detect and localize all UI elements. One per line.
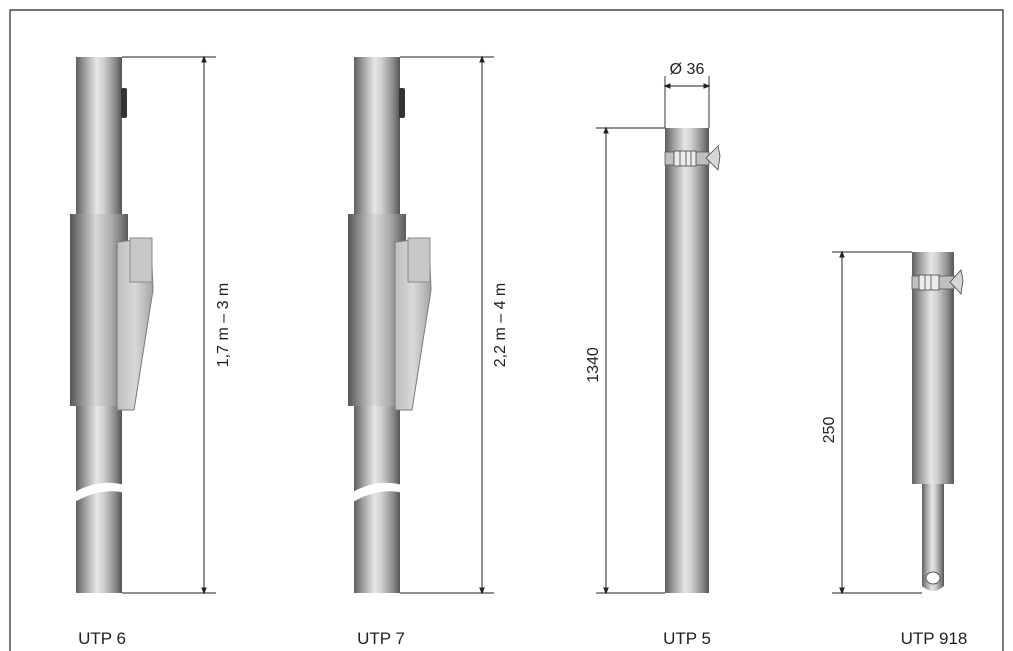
product-name-utp918: UTP 918 <box>901 629 968 648</box>
product-name-utp5: UTP 5 <box>663 629 711 648</box>
pole-utp918 <box>911 252 964 591</box>
length-label-utp7: 2,2 m – 4 m <box>492 283 509 367</box>
frame-border <box>9 9 1004 651</box>
dimension-utp6: 1,7 m – 3 m <box>122 55 232 595</box>
length-label-utp5: 1340 <box>585 347 602 383</box>
dimension-utp7: 2,2 m – 4 m <box>400 55 509 595</box>
length-label-utp918: 250 <box>821 417 838 444</box>
dimension-utp918: 250 <box>821 250 922 595</box>
dimension-utp5: Ø 36 1340 <box>585 61 711 595</box>
diameter-label-utp5: Ø 36 <box>670 61 705 78</box>
pole-utp6 <box>70 57 154 593</box>
pole-utp5 <box>664 128 721 593</box>
product-name-utp6: UTP 6 <box>78 629 126 648</box>
pole-utp7 <box>348 57 432 593</box>
length-label-utp6: 1,7 m – 3 m <box>215 283 232 367</box>
product-name-utp7: UTP 7 <box>357 629 405 648</box>
